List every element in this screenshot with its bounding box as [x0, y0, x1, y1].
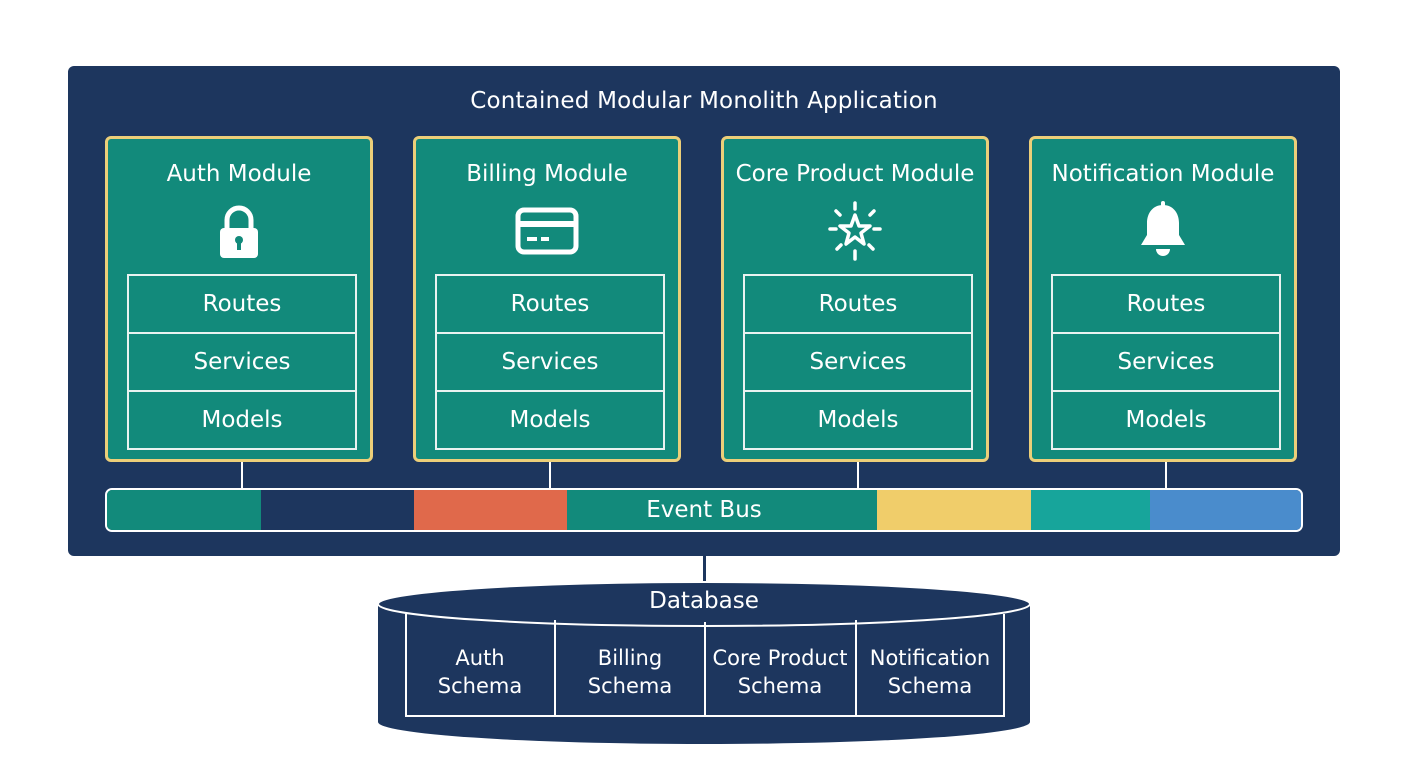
models-layer: Models: [201, 407, 283, 433]
schema-name: Billing: [597, 646, 663, 670]
services-layer: Services: [129, 334, 355, 392]
services-layer: Services: [745, 334, 971, 392]
models-layer: Models: [1125, 407, 1207, 433]
routes-layer: Routes: [745, 276, 971, 334]
module-title: Auth Module: [166, 161, 312, 187]
routes-layer: Routes: [129, 276, 355, 334]
routes-layer: Routes: [1053, 276, 1279, 334]
schema-suffix: Schema: [737, 674, 823, 698]
services-layer: Services: [437, 334, 663, 392]
bus-segment: [414, 490, 567, 530]
auth-module: Auth Module Routes Services Models: [105, 136, 373, 462]
lock-icon: [220, 205, 258, 258]
module-title: Core Product Module: [735, 161, 975, 187]
schema-suffix: Schema: [887, 674, 973, 698]
bus-segment: [107, 490, 261, 530]
routes-layer: Routes: [437, 276, 663, 334]
bus-segment: [877, 490, 1031, 530]
billing-schema: Billing Schema: [555, 644, 705, 700]
core-product-module: Core Product Module Routes Services Mode…: [721, 136, 989, 462]
notification-module: Notification Module Routes Services Mode…: [1029, 136, 1297, 462]
module-layers: Routes Services Models: [743, 274, 973, 450]
application-title: Contained Modular Monolith Application: [470, 88, 938, 114]
database-label: Database: [649, 588, 759, 614]
event-bus: Event Bus: [105, 488, 1303, 532]
services-layer: Services: [1053, 334, 1279, 392]
module-title: Notification Module: [1051, 161, 1275, 187]
bus-segment: [1150, 490, 1301, 530]
module-bus-connector: [1165, 462, 1167, 488]
bus-segment: [567, 490, 877, 530]
module-layers: Routes Services Models: [127, 274, 357, 450]
bus-database-connector: [703, 532, 706, 592]
schema-suffix: Schema: [587, 674, 673, 698]
monolith-application-container: Contained Modular Monolith Application A…: [68, 66, 1340, 556]
module-bus-connector: [857, 462, 859, 488]
schema-suffix: Schema: [437, 674, 523, 698]
bell-icon: [1141, 201, 1185, 256]
schema-name: Notification: [869, 646, 991, 670]
models-layer: Models: [817, 407, 899, 433]
auth-schema: Auth Schema: [405, 644, 555, 700]
module-bus-connector: [241, 462, 243, 488]
billing-module: Billing Module Routes Services Models: [413, 136, 681, 462]
bus-segment: [1031, 490, 1150, 530]
module-title: Billing Module: [466, 161, 628, 187]
module-layers: Routes Services Models: [1051, 274, 1281, 450]
star-burst-icon: [828, 201, 882, 261]
schema-name: Auth: [455, 646, 505, 670]
module-bus-connector: [549, 462, 551, 488]
credit-card-icon: [515, 207, 579, 255]
module-layers: Routes Services Models: [435, 274, 665, 450]
core-product-schema: Core Product Schema: [705, 644, 855, 700]
notification-schema: Notification Schema: [855, 644, 1005, 700]
schema-name: Core Product: [712, 646, 848, 670]
models-layer: Models: [509, 407, 591, 433]
bus-segment: [261, 490, 414, 530]
event-bus-label: Event Bus: [646, 497, 762, 523]
